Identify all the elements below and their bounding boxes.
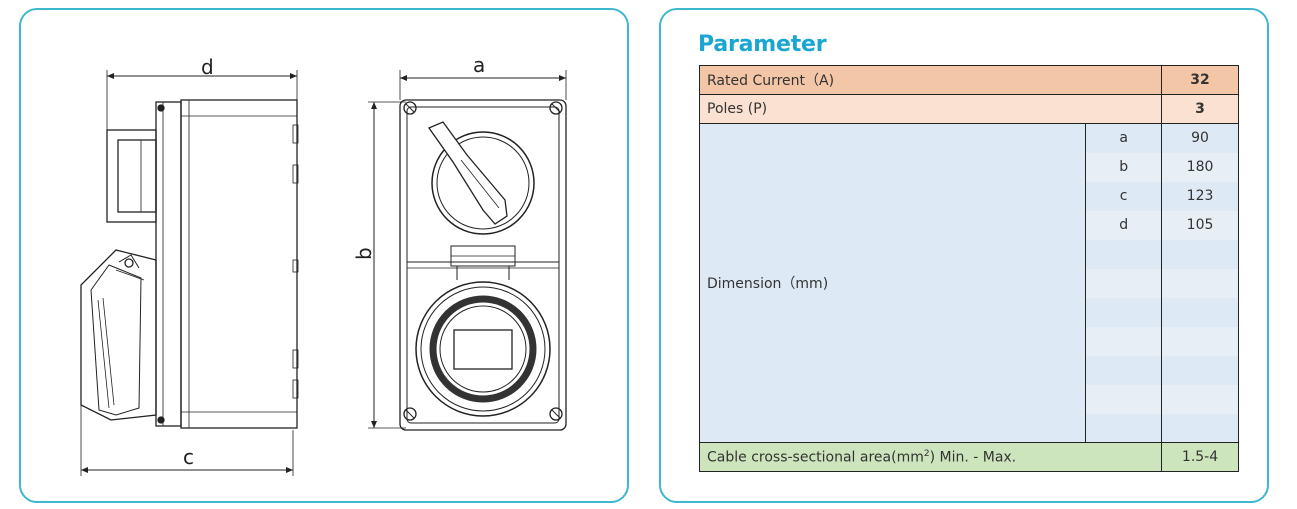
dim-label-b: b — [352, 247, 376, 260]
poles-label: Poles (P) — [698, 94, 1163, 124]
dimension-value — [1161, 239, 1239, 269]
rated-current-value: 32 — [1161, 65, 1239, 95]
dimension-value — [1161, 355, 1239, 385]
poles-value: 3 — [1161, 94, 1239, 124]
dimension-value: 90 — [1161, 123, 1239, 153]
dimension-label: Dimension（mm) — [698, 123, 1087, 443]
cable-label: Cable cross-sectional area(mm2) Min. - M… — [698, 442, 1163, 472]
table-row-dimension — [700, 413, 1239, 443]
dimension-key — [1085, 355, 1163, 385]
cable-label-post: ) Min. - Max. — [929, 449, 1017, 466]
dimension-value — [1161, 297, 1239, 327]
dimension-value — [1161, 384, 1239, 414]
table-row-dimension — [700, 268, 1239, 298]
table-row-dimension — [700, 239, 1239, 269]
dimension-key — [1085, 297, 1163, 327]
dimension-key — [1085, 268, 1163, 298]
dimension-value: 105 — [1161, 210, 1239, 240]
table-row-dimension — [700, 326, 1239, 356]
dim-label-a: a — [473, 53, 485, 77]
dimension-key: b — [1085, 152, 1163, 182]
front-view — [368, 70, 567, 431]
dimension-key — [1085, 413, 1163, 443]
dimension-value: 123 — [1161, 181, 1239, 211]
dimension-key — [1085, 384, 1163, 414]
dimension-value — [1161, 326, 1239, 356]
table-row-dimension — [700, 297, 1239, 327]
drawing-panel: d c — [19, 8, 629, 503]
cable-label-sup: 2 — [923, 448, 930, 459]
dim-label-c: c — [183, 445, 194, 469]
dimension-key — [1085, 239, 1163, 269]
cable-value: 1.5-4 — [1161, 442, 1239, 472]
cable-label-pre: Cable cross-sectional area(mm — [707, 449, 924, 466]
table-row-dimension — [700, 355, 1239, 385]
parameter-table: Rated Current（A) 32 Poles (P) 3 Dimensio… — [698, 65, 1239, 472]
rated-current-label: Rated Current（A) — [698, 65, 1163, 95]
dimension-value: 180 — [1161, 152, 1239, 182]
table-row-rated-current: Rated Current（A) 32 — [698, 65, 1239, 95]
socket-dimension-drawing: d c — [80, 53, 567, 476]
dimension-key — [1085, 326, 1163, 356]
dimension-key: a — [1085, 123, 1163, 153]
table-row-poles: Poles (P) 3 — [698, 94, 1239, 124]
dimension-key: d — [1085, 210, 1163, 240]
table-row-dimension — [700, 384, 1239, 414]
parameter-title: Parameter — [698, 32, 827, 57]
dim-label-d: d — [201, 55, 214, 79]
dimension-value — [1161, 413, 1239, 443]
dimension-key: c — [1085, 181, 1163, 211]
parameter-panel: Parameter Rated Current（A) 32 Poles (P) … — [659, 8, 1269, 503]
dimension-value — [1161, 268, 1239, 298]
table-row-cable: Cable cross-sectional area(mm2) Min. - M… — [698, 442, 1239, 472]
side-view — [80, 70, 299, 476]
